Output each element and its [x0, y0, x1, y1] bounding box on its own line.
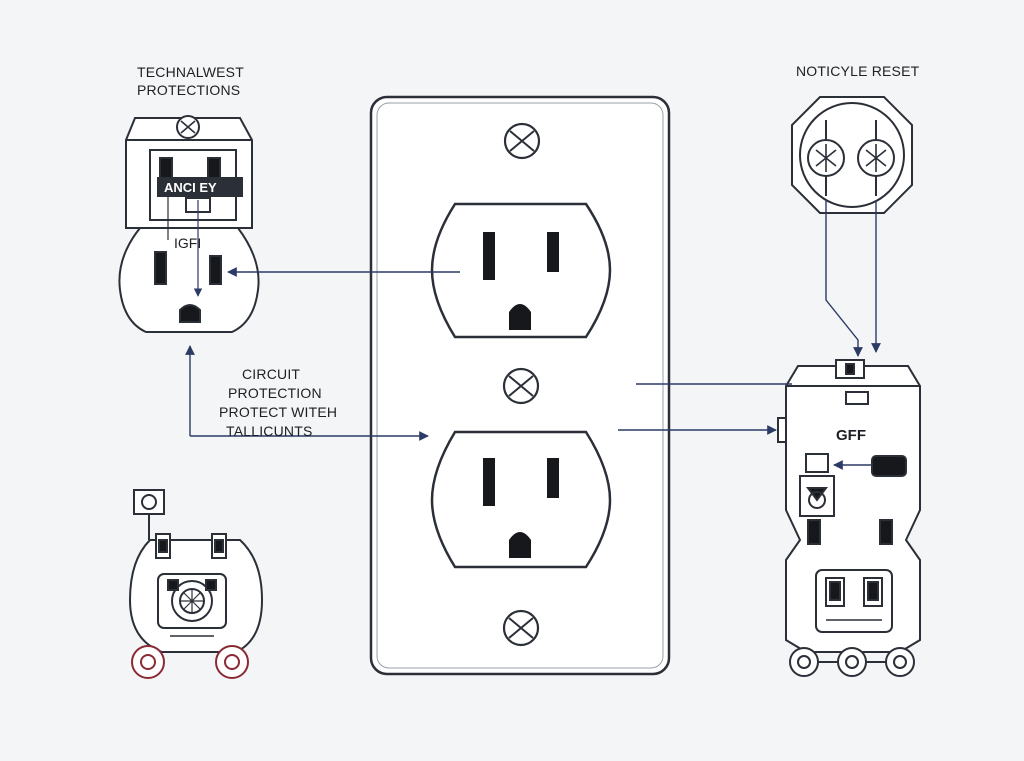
gfi-tag-label: IGFI [174, 235, 201, 251]
connector-arrows [185, 267, 792, 441]
top-left-title-line2: PROTECTIONS [137, 82, 241, 98]
ground-hole-icon [509, 532, 531, 558]
reset-wires [825, 200, 881, 357]
outlet-slot-icon [483, 232, 495, 280]
middle-screw-icon [502, 367, 540, 405]
terminal-device [128, 489, 264, 653]
top-screw-icon [503, 122, 541, 160]
circuit-label-line4: TALLICUNTS [226, 423, 313, 439]
ground-hole-icon [509, 304, 531, 330]
switch-icon [871, 455, 907, 477]
gfci-device-left [118, 115, 260, 333]
circuit-label-line3: PROTECT WITEH [219, 404, 338, 420]
reset-indicator [791, 96, 913, 214]
gff-tag-label: GFF [836, 427, 866, 444]
outlet-slot-icon [547, 458, 559, 498]
top-right-title: NOTICYLE RESET [796, 63, 920, 79]
upper-receptacle [430, 202, 612, 339]
outlet-slot-icon [483, 458, 495, 506]
lower-receptacle [430, 430, 612, 569]
top-left-title-line1: TECHNALWEST [137, 64, 244, 80]
device-tag-label: ANCI EY [164, 180, 217, 195]
terminal-knobs [131, 645, 249, 679]
outlet-slot-icon [547, 232, 559, 272]
circuit-label-line2: PROTECTION [228, 385, 322, 401]
bottom-screw-icon [502, 609, 540, 647]
circuit-label-line1: CIRCUIT [242, 366, 301, 382]
gfci-device-right [777, 359, 921, 677]
